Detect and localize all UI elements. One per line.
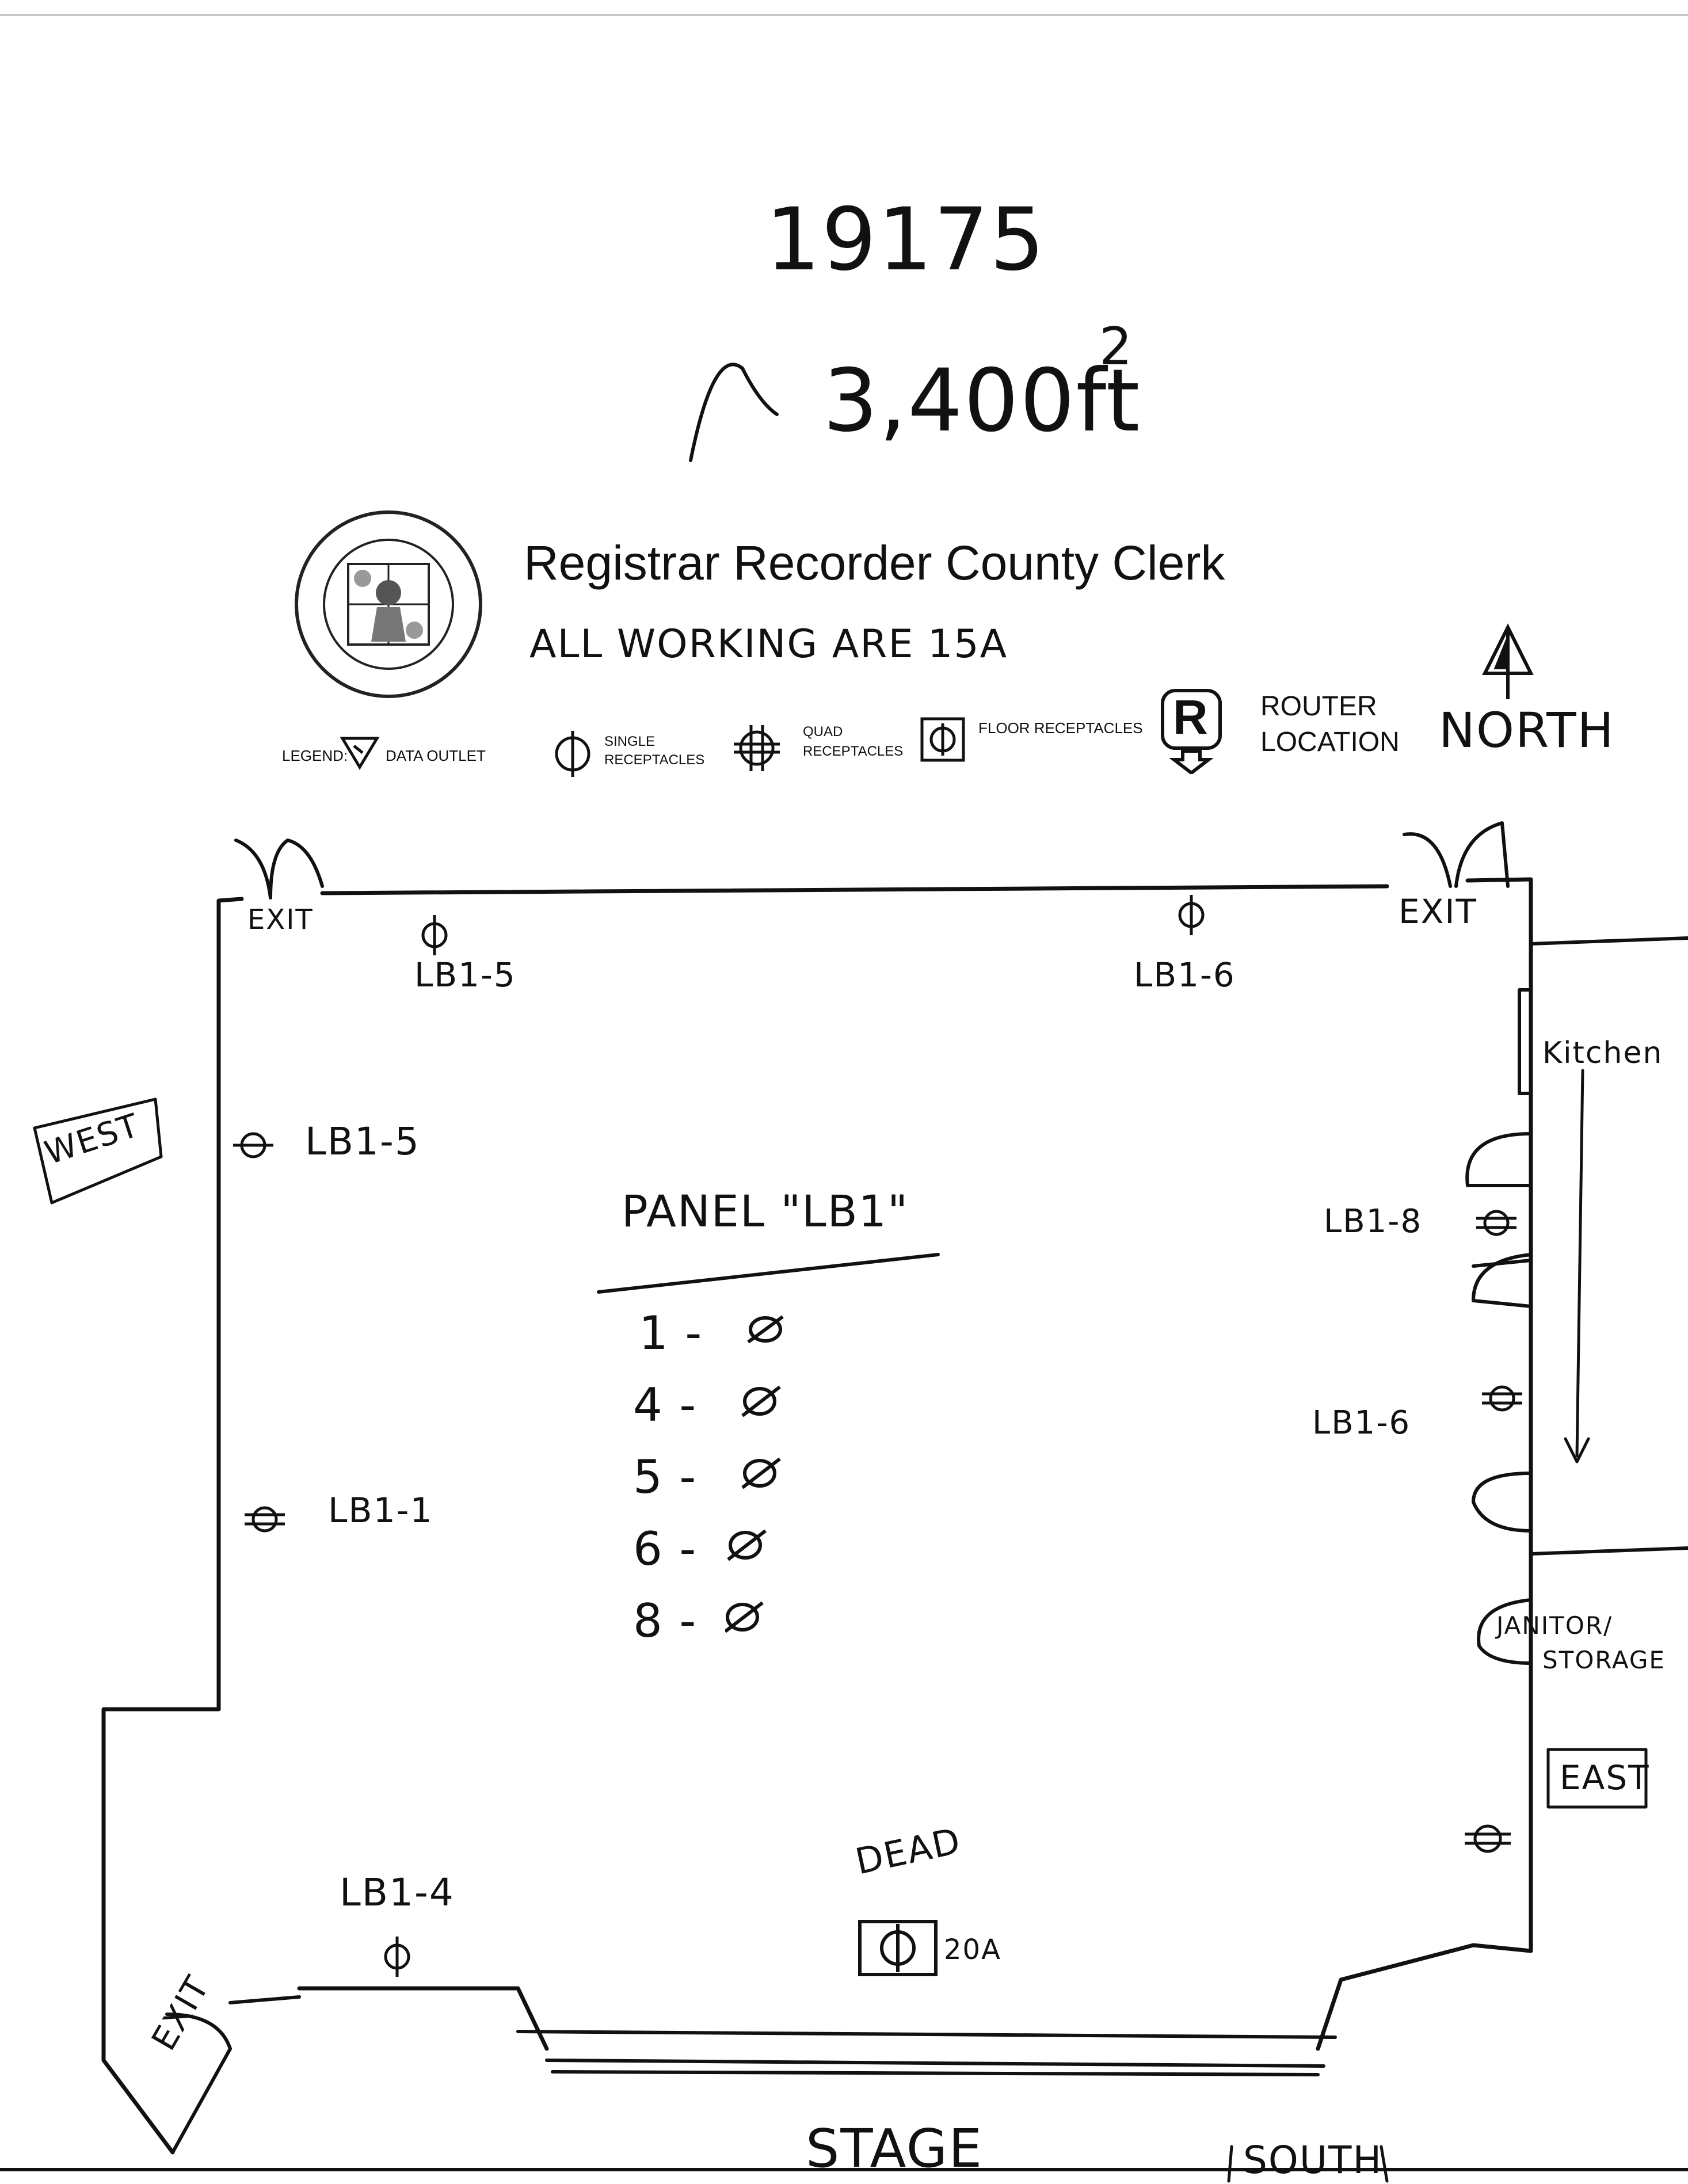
data-outlet-icon [340,735,380,770]
legend-quad-1: QUAD [803,724,843,740]
single-receptacle-icon [552,728,593,780]
janitor-door [1477,1598,1533,1665]
panel-circuit: 6 - [633,1522,698,1576]
outlet-label-south-left: LB1-4 [340,1870,455,1915]
floor-receptacle-icon [920,716,966,763]
receptacle-icon-top-left [417,912,452,958]
outlet-label-east-lower: LB1-6 [1312,1404,1411,1442]
kitchen-walls [1518,936,1688,1556]
receptacle-icon-west-lower [242,1502,288,1537]
panel-circuit: 1 - [639,1306,703,1360]
area-exponent: 2 [1099,317,1134,377]
receptacle-icon-west-upper [230,1128,276,1162]
legend-floor: FLOOR RECEPTACLES [978,719,1143,737]
receptacle-icon-top-right [1174,892,1209,938]
north-label: NORTH [1439,702,1615,759]
south-bracket [1227,2145,1389,2183]
janitor-label-2: STORAGE [1542,1646,1666,1674]
outlet-label-west-lower: LB1-1 [328,1491,433,1531]
legend-data-outlet: DATA OUTLET [386,747,486,764]
east-door-upper [1465,1132,1533,1187]
panel-underline [597,1253,940,1294]
exit-door-bottom-left [165,1995,301,2154]
stage-label: STAGE [806,2118,984,2179]
west-box [33,1097,163,1205]
legend-label: LEGEND: [282,747,348,764]
exit-label-top-right: EXIT [1399,892,1477,931]
east-box [1546,1748,1648,1809]
receptacle-icon-east-upper [1473,1206,1519,1240]
building-number: 19175 [765,190,1046,290]
dead-floor-receptacle-icon [858,1919,938,1977]
panel-circuit: 4 - [633,1378,698,1432]
stage-edge [516,2030,1337,2076]
quad-receptacle-icon [731,722,783,774]
exit-door-top-right [1403,821,1510,888]
exit-door-top-left [234,838,324,899]
kitchen-arrow [1564,1069,1590,1463]
legend-router-2: LOCATION [1260,727,1400,757]
amperage-note: ALL WORKING ARE 15A [529,622,1008,667]
east-door-middle [1472,1253,1533,1308]
dead-amps: 20A [944,1934,1001,1966]
legend-single-1: SINGLE [604,734,656,749]
legend-single-2: RECEPTACLES [604,752,705,768]
org-title: Registrar Recorder County Clerk [524,536,1225,590]
county-seal [291,506,486,702]
janitor-label-1: JANITOR/ [1496,1611,1613,1640]
kitchen-label: Kitchen [1542,1036,1663,1070]
panel-title: PANEL "LB1" [622,1186,909,1237]
outlet-label-west-upper: LB1-5 [305,1119,420,1164]
room-outline [101,877,1533,2155]
legend-quad-2: RECEPTACLES [803,744,904,759]
south-label: SOUTH [1243,2138,1383,2182]
east-door-lower [1472,1472,1533,1533]
legend-router-1: ROUTER [1260,691,1377,722]
outlet-label-top-right: LB1-6 [1134,955,1236,994]
north-arrow-icon [1473,622,1542,702]
receptacle-icon-east-bottom [1462,1819,1514,1859]
outlet-label-east-upper: LB1-8 [1324,1203,1423,1240]
panel-circuit: 5 - [633,1450,698,1504]
router-symbol: R [1173,690,1208,744]
approx-sign [689,363,779,462]
receptacle-icon-east-lower [1479,1381,1525,1416]
area-value: 3,400ft [823,351,1141,451]
east-label: EAST [1560,1758,1650,1797]
receptacle-icon-south-left [380,1934,414,1980]
exit-label-top-left: EXIT [247,904,314,936]
outlet-label-top-left: LB1-5 [414,955,516,994]
panel-strike-marks [725,1315,784,1633]
router-icon [1160,688,1223,775]
panel-circuit: 8 - [633,1594,698,1648]
